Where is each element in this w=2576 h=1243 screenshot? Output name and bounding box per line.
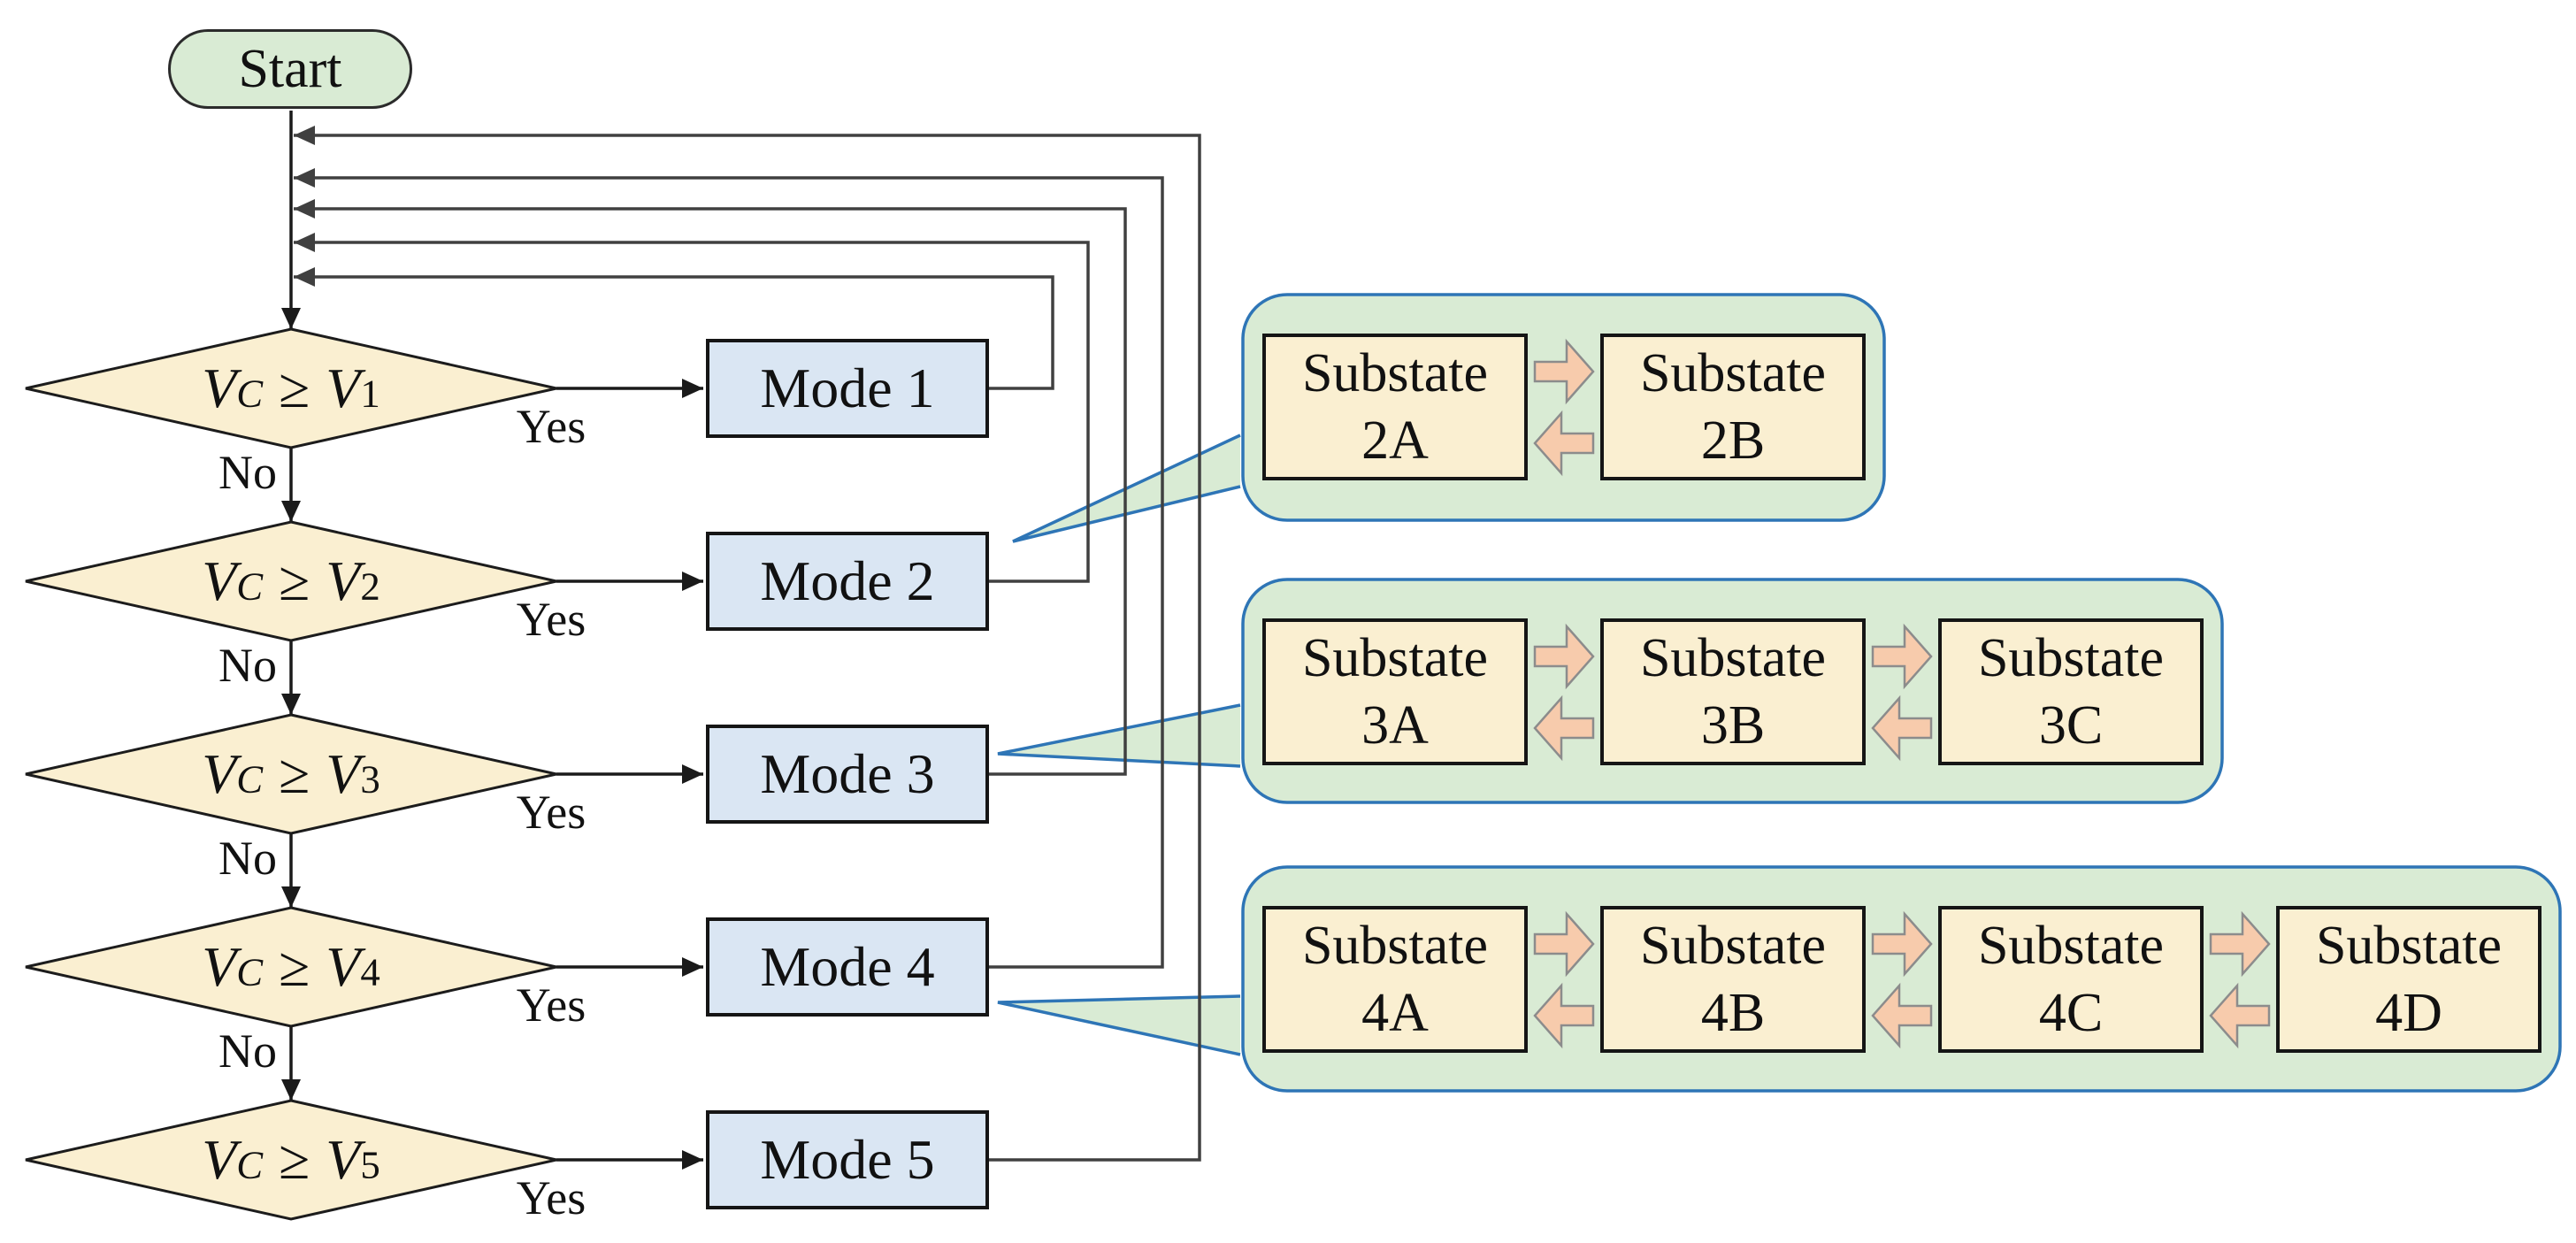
mode-label: Mode 5 (760, 1128, 935, 1191)
substate-line: Substate (1301, 628, 1489, 688)
substate-line: 3B (1700, 695, 1766, 756)
start-label: Start (238, 38, 342, 99)
start-node: Start (168, 29, 412, 109)
condition-lhs: V (202, 742, 237, 805)
block-arrow-right-icon (1533, 910, 1595, 978)
yes-label-5: Yes (516, 1171, 586, 1224)
substate-line: 3C (2038, 695, 2104, 756)
block-arrow-left-icon (1533, 982, 1595, 1049)
substate-line: 2A (1361, 410, 1429, 471)
substate-line: 4B (1700, 983, 1766, 1043)
no-label-2: No (218, 639, 277, 692)
return-connector-mode3 (294, 199, 1127, 776)
substate-node-2a: Substate 2A (1262, 334, 1528, 480)
block-arrow-left-icon (2209, 982, 2271, 1049)
mode-label: Mode 2 (760, 549, 935, 612)
mode-node-2: Mode 2 (706, 532, 989, 631)
condition-operator: ≥ (279, 1128, 310, 1191)
substate-line: Substate (1977, 916, 2165, 976)
condition-rhs: V (326, 742, 361, 805)
substate-line: Substate (1639, 343, 1827, 403)
no-label-3: No (218, 832, 277, 885)
yes-label-2: Yes (516, 593, 586, 646)
substate-node-3a: Substate 3A (1262, 618, 1528, 765)
block-arrow-right-icon (1871, 623, 1933, 690)
block-arrow-left-icon (1871, 982, 1933, 1049)
condition-lhs: V (202, 549, 237, 612)
mode-node-4: Mode 4 (706, 917, 989, 1017)
decision-diamond-5 (25, 1099, 557, 1221)
substate-line: Substate (1301, 343, 1489, 403)
substate-line: 3A (1361, 695, 1429, 756)
no-label-1: No (218, 446, 277, 499)
substate-line: 4D (2375, 983, 2442, 1043)
condition-lhs: V (202, 935, 237, 998)
substate-node-3c: Substate 3C (1938, 618, 2204, 765)
substate-node-4d: Substate 4D (2276, 906, 2542, 1053)
block-arrow-right-icon (1533, 338, 1595, 405)
substate-line: Substate (1639, 916, 1827, 976)
condition-rhs: V (326, 1128, 361, 1191)
condition-operator: ≥ (279, 549, 310, 612)
decision-diamond-3 (25, 713, 557, 835)
mode-node-3: Mode 3 (706, 725, 989, 824)
block-arrow-left-icon (1871, 694, 1933, 762)
substate-line: Substate (2315, 916, 2503, 976)
condition-rhs: V (326, 935, 361, 998)
return-connector-mode1 (294, 267, 1054, 390)
return-connector-mode5 (294, 126, 1201, 1162)
substate-line: Substate (1639, 628, 1827, 688)
condition-lhs: V (202, 357, 237, 419)
decision-diamond-1 (25, 327, 557, 449)
decision-diamond-2 (25, 520, 557, 642)
callout-tail-mode4 (997, 994, 1241, 1056)
condition-operator: ≥ (279, 742, 310, 805)
mode-label: Mode 4 (760, 935, 935, 998)
substate-node-2b: Substate 2B (1600, 334, 1866, 480)
substate-line: Substate (1977, 628, 2165, 688)
condition-rhs: V (326, 549, 361, 612)
substate-node-4b: Substate 4B (1600, 906, 1866, 1053)
substate-line: 4C (2038, 983, 2104, 1043)
block-arrow-right-icon (1871, 910, 1933, 978)
yes-label-3: Yes (516, 786, 586, 839)
substate-line: 2B (1700, 410, 1766, 471)
mode-node-1: Mode 1 (706, 339, 989, 438)
mode-node-5: Mode 5 (706, 1110, 989, 1209)
block-arrow-left-icon (1533, 694, 1595, 762)
substate-line: 4A (1361, 983, 1429, 1043)
substate-line: Substate (1301, 916, 1489, 976)
block-arrow-left-icon (1533, 410, 1595, 477)
decision-diamond-4 (25, 906, 557, 1028)
yes-label-1: Yes (516, 400, 586, 453)
block-arrow-right-icon (1533, 623, 1595, 690)
substate-node-4c: Substate 4C (1938, 906, 2204, 1053)
condition-lhs: V (202, 1128, 237, 1191)
mode-label: Mode 3 (760, 742, 935, 805)
mode-label: Mode 1 (760, 357, 935, 419)
callout-tail-mode3 (997, 703, 1241, 768)
no-label-4: No (218, 1024, 277, 1078)
return-connector-mode4 (294, 168, 1164, 969)
substate-node-4a: Substate 4A (1262, 906, 1528, 1053)
condition-rhs: V (326, 357, 361, 419)
condition-operator: ≥ (279, 935, 310, 998)
block-arrow-right-icon (2209, 910, 2271, 978)
condition-operator: ≥ (279, 357, 310, 419)
yes-label-4: Yes (516, 978, 586, 1032)
return-connector-mode2 (294, 233, 1090, 583)
substate-node-3b: Substate 3B (1600, 618, 1866, 765)
